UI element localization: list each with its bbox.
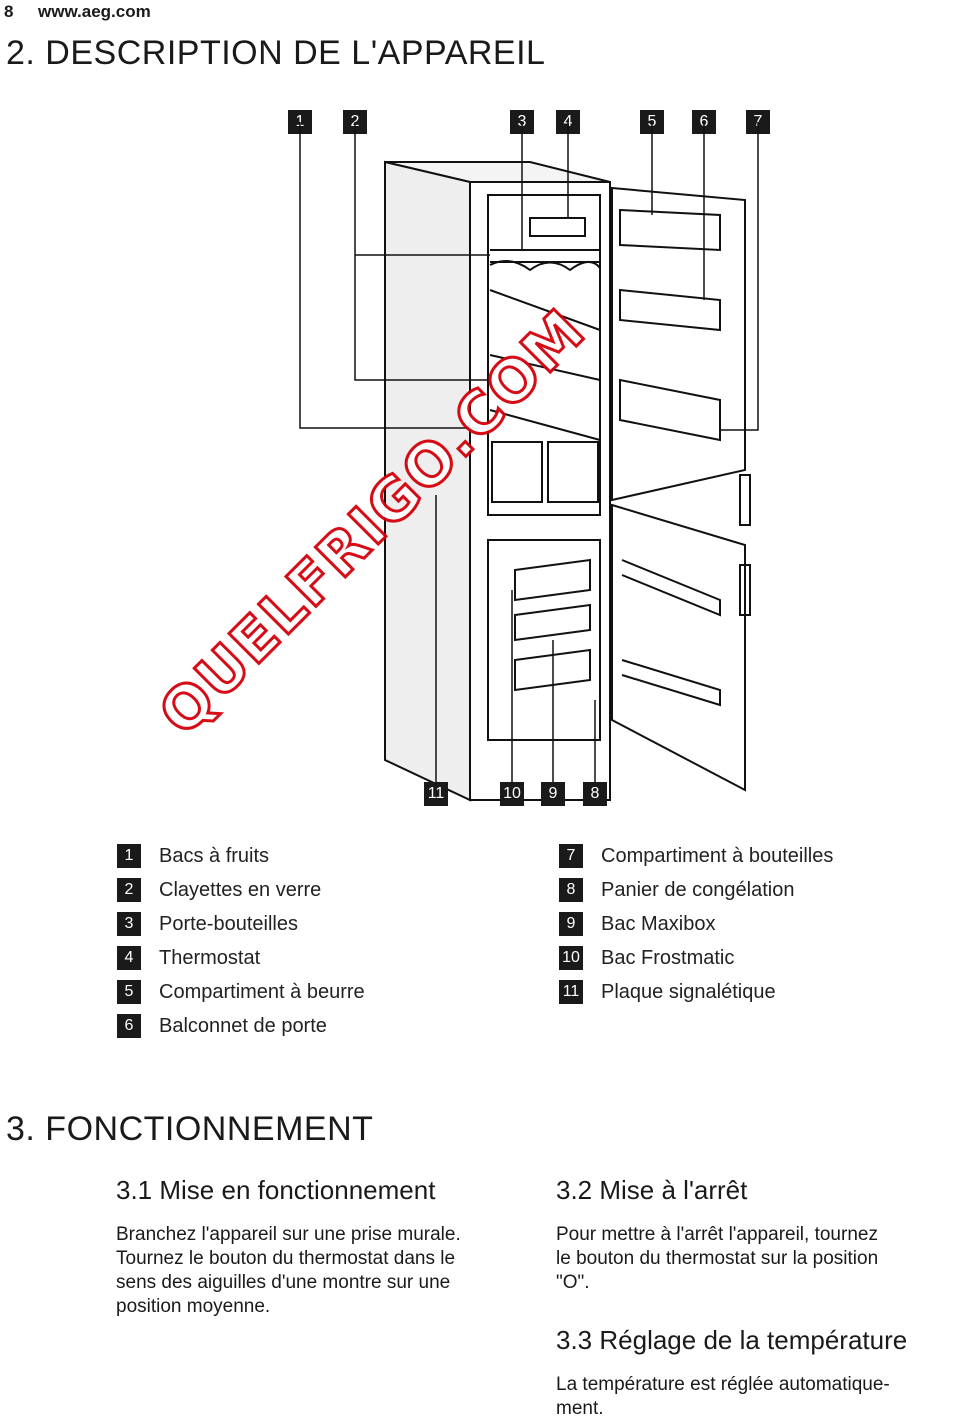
- text-line: Tournez le bouton du thermostat dans le: [116, 1248, 456, 1269]
- legend-item-5: 5 Compartiment à beurre: [117, 979, 365, 1005]
- legend-label: Bac Maxibox: [601, 912, 716, 935]
- legend-item-1: 1 Bacs à fruits: [117, 843, 269, 869]
- legend-label: Compartiment à bouteilles: [601, 844, 834, 867]
- legend-label: Compartiment à beurre: [159, 980, 365, 1003]
- subsection-title-3-3: 3.3 Réglage de la température: [556, 1325, 908, 1355]
- callout-9: 9: [541, 782, 565, 806]
- site-url: www.aeg.com: [38, 2, 151, 21]
- callout-10: 10: [500, 782, 524, 806]
- legend-number: 9: [559, 912, 583, 936]
- legend-label: Bacs à fruits: [159, 844, 270, 867]
- legend-number: 5: [117, 980, 141, 1004]
- subsection-title-3-2: 3.2 Mise à l'arrêt: [556, 1175, 748, 1205]
- text-line: "O".: [556, 1272, 590, 1293]
- legend-number: 3: [117, 912, 141, 936]
- legend-item-7: 7 Compartiment à bouteilles: [559, 843, 833, 869]
- legend-item-4: 4 Thermostat: [117, 945, 260, 971]
- legend-label: Plaque signalétique: [601, 980, 776, 1003]
- paragraph-3-1: Branchez l'appareil sur une prise murale…: [116, 1223, 461, 1319]
- legend-item-3: 3 Porte-bouteilles: [117, 911, 298, 937]
- legend-label: Balconnet de porte: [159, 1014, 327, 1037]
- subsection-title-3-1: 3.1 Mise en fonctionnement: [116, 1175, 436, 1205]
- legend-item-2: 2 Clayettes en verre: [117, 877, 321, 903]
- legend-label: Panier de congélation: [601, 878, 795, 901]
- text-line: sens des aiguilles d'une montre sur une: [116, 1272, 451, 1293]
- legend-number: 11: [559, 980, 583, 1004]
- callout-11: 11: [424, 782, 448, 806]
- text-line: ment.: [556, 1398, 604, 1419]
- paragraph-3-3: La température est réglée automatique- m…: [556, 1373, 890, 1421]
- legend-item-10: 10 Bac Frostmatic: [559, 945, 734, 971]
- legend-number: 7: [559, 844, 583, 868]
- text-line: La température est réglée automatique-: [556, 1374, 890, 1395]
- section-title-fonctionnement: 3. FONCTIONNEMENT: [6, 1110, 374, 1148]
- legend-item-9: 9 Bac Maxibox: [559, 911, 716, 937]
- legend-label: Porte-bouteilles: [159, 912, 298, 935]
- legend-number: 1: [117, 844, 141, 868]
- legend-number: 8: [559, 878, 583, 902]
- text-line: position moyenne.: [116, 1296, 271, 1317]
- legend-item-6: 6 Balconnet de porte: [117, 1013, 327, 1039]
- legend-item-8: 8 Panier de congélation: [559, 877, 794, 903]
- page-number: 8: [4, 2, 14, 21]
- legend-number: 4: [117, 946, 141, 970]
- legend-number: 2: [117, 878, 141, 902]
- callout-8: 8: [583, 782, 607, 806]
- paragraph-3-2: Pour mettre à l'arrêt l'appareil, tourne…: [556, 1223, 878, 1295]
- text-line: Pour mettre à l'arrêt l'appareil, tourne…: [556, 1224, 878, 1245]
- legend-number: 10: [559, 946, 583, 970]
- text-line: Branchez l'appareil sur une prise murale…: [116, 1224, 461, 1245]
- legend-label: Clayettes en verre: [159, 878, 322, 901]
- section-title-description: 2. DESCRIPTION DE L'APPAREIL: [6, 34, 546, 72]
- legend-number: 6: [117, 1014, 141, 1038]
- legend-label: Bac Frostmatic: [601, 946, 735, 969]
- legend-label: Thermostat: [159, 946, 261, 969]
- legend-item-11: 11 Plaque signalétique: [559, 979, 776, 1005]
- text-line: le bouton du thermostat sur la position: [556, 1248, 879, 1269]
